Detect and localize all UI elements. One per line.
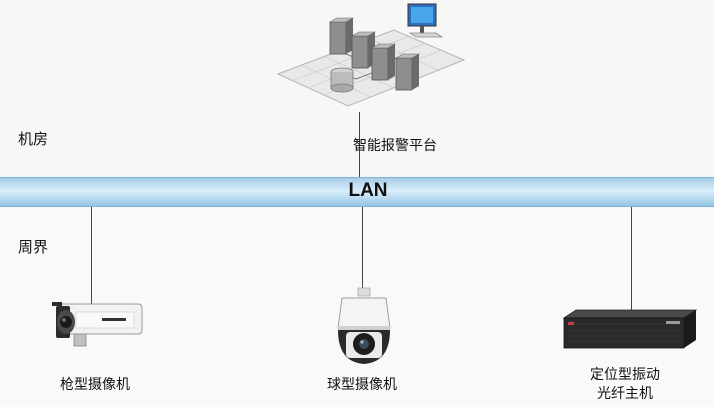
dome-camera-icon — [337, 287, 391, 364]
server-platform-icon — [276, 3, 466, 107]
platform-label: 智能报警平台 — [353, 138, 437, 154]
lan-bus — [0, 177, 714, 207]
fiber-host-label: 定位型振动 光纤主机 — [590, 367, 660, 402]
bullet-camera-label: 枪型摄像机 — [60, 377, 130, 393]
lan-label: LAN — [348, 180, 388, 201]
zone-label-machine-room: 机房 — [18, 130, 49, 148]
dome-camera-label: 球型摄像机 — [327, 377, 397, 393]
dome-camera-connector-line — [362, 205, 363, 288]
fiber-host-connector-line — [631, 205, 632, 313]
platform-connector-line — [359, 112, 360, 178]
fiber-host-icon — [562, 309, 698, 349]
bullet-camera-icon — [52, 302, 143, 347]
bullet-camera-connector-line — [91, 205, 92, 313]
zone-label-perimeter: 周界 — [18, 238, 49, 256]
